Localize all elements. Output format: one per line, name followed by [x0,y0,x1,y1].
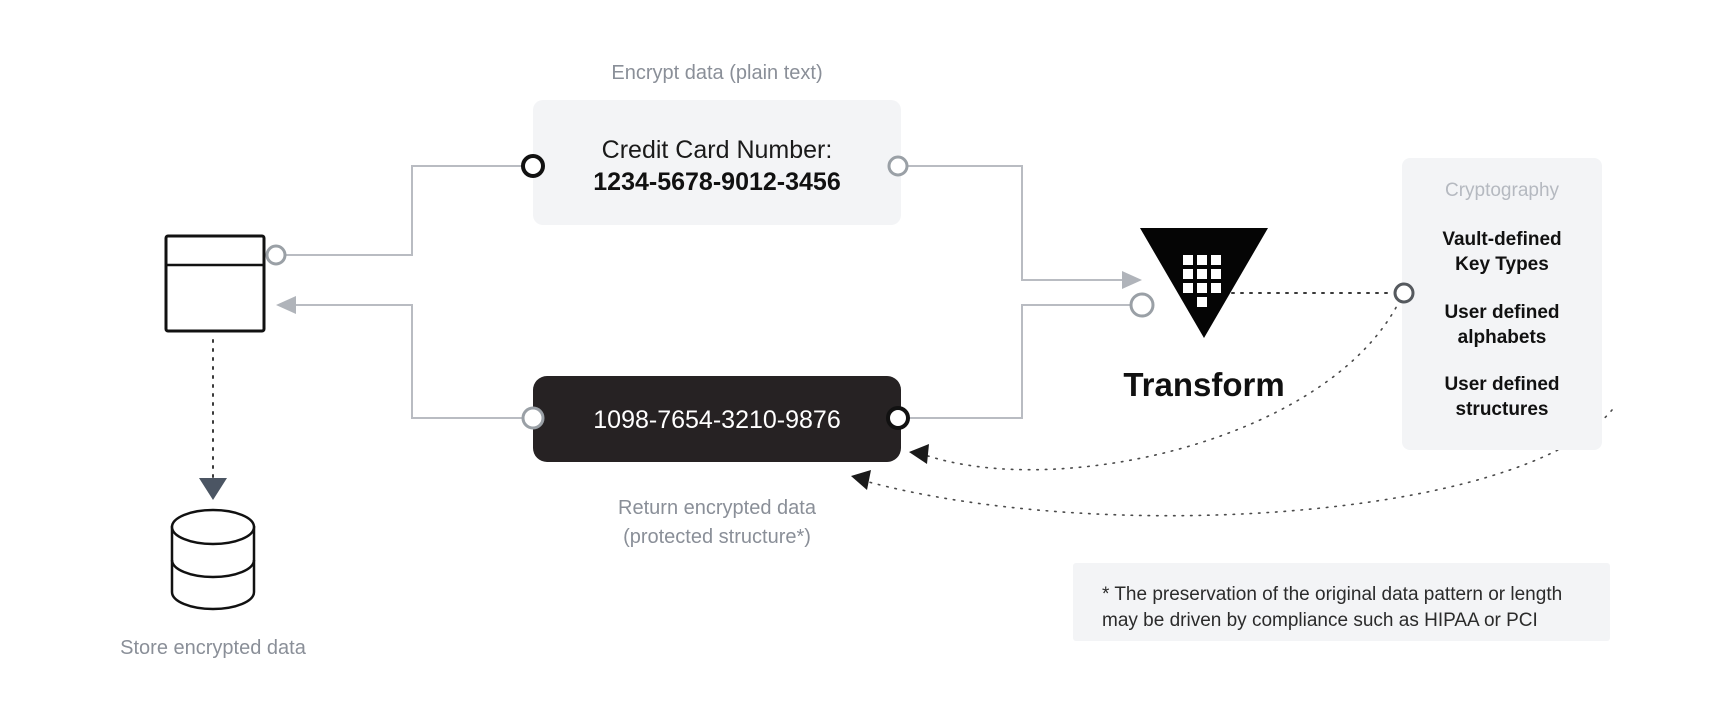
plain-text-box[interactable]: Credit Card Number: 1234-5678-9012-3456 [533,100,901,225]
crypto-item-0-line1: Vault-defined [1442,229,1561,250]
caption-return-line1: Return encrypted data [618,497,817,519]
cipher-box-value: 1098-7654-3210-9876 [593,406,840,434]
caption-return-line2: (protected structure*) [623,526,811,548]
transform-label: Transform [1123,366,1284,403]
plain-box-value: 1234-5678-9012-3456 [593,168,840,196]
footnote-box: * The preservation of the original data … [1073,563,1610,641]
crypto-panel-item-1: User defined alphabets [1444,302,1559,348]
database-cylinder-icon [170,508,256,611]
cipher-text-box[interactable]: 1098-7654-3210-9876 [533,376,901,462]
arrowhead-curve-upper [909,444,929,464]
plain-box-label: Credit Card Number: [602,136,833,164]
wire-transform-to-cipher [898,304,1130,419]
dotline-panel-curve-upper [924,299,1401,471]
transform-node[interactable]: Transform [1123,228,1285,403]
crypto-item-1-line2: alphabets [1458,327,1547,348]
connector-cipher-input[interactable] [521,406,545,430]
footnote-background [1073,563,1610,641]
crypto-item-2-line1: User defined [1444,374,1559,395]
cipher-box-background [533,376,901,462]
crypto-item-0-line2: Key Types [1455,254,1549,275]
caption-encrypt-data: Encrypt data (plain text) [611,62,822,84]
crypto-panel-item-2: User defined structures [1444,374,1559,420]
arrowhead-curve-lower [851,470,871,490]
arrowhead-to-transform [1122,271,1142,289]
wire-plain-to-transform [898,165,1122,281]
crypto-panel-background [1402,158,1602,450]
crypto-item-2-line2: structures [1456,399,1549,420]
arrowhead-to-app [276,296,296,314]
connector-crypto-panel[interactable] [1393,282,1415,304]
footnote-line2: may be driven by compliance such as HIPA… [1102,610,1538,631]
keypad-grid-icon [1183,255,1221,307]
connector-cipher-output[interactable] [886,406,910,430]
connector-transform-input[interactable] [1129,292,1155,318]
dotline-panel-curve-lower [864,409,1613,517]
cryptography-panel: Cryptography Vault-defined Key Types Use… [1402,158,1602,450]
wire-cipher-to-app [296,304,540,419]
crypto-panel-item-0: Vault-defined Key Types [1442,229,1561,275]
connector-app-output[interactable] [265,244,287,266]
crypto-item-1-line1: User defined [1444,302,1559,323]
connector-plain-output[interactable] [887,155,909,177]
plain-box-background [533,100,901,225]
footnote-line1: * The preservation of the original data … [1102,584,1562,605]
caption-store-data: Store encrypted data [120,637,307,659]
application-window-icon [164,234,266,333]
connector-plain-input[interactable] [521,154,545,178]
wire-app-to-plain [276,165,540,256]
crypto-panel-title: Cryptography [1445,180,1560,201]
arrowhead-to-database [199,478,227,500]
